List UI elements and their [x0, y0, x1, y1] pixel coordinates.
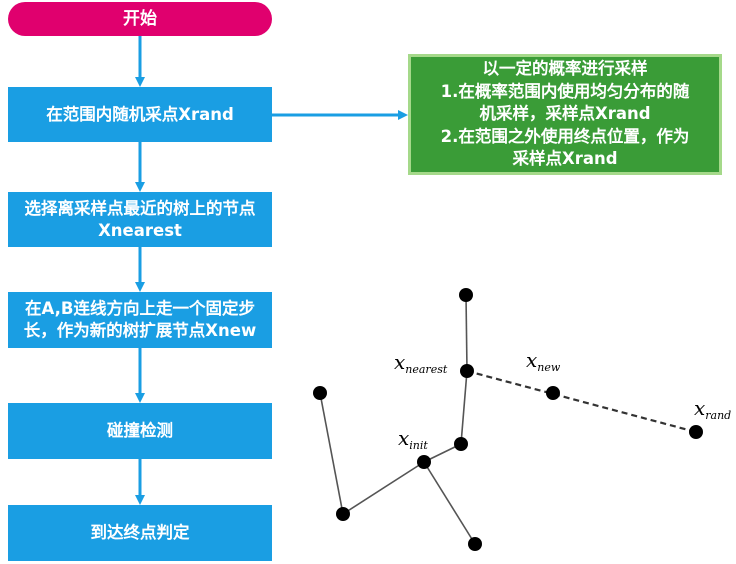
note-line2: 1.在概率范围内使用均匀分布的随	[440, 81, 690, 101]
node-mid	[454, 437, 468, 451]
node-rand	[689, 425, 703, 439]
node-init	[417, 455, 431, 469]
edge-init-bottom	[423, 461, 476, 545]
step5-label: 到达终点判定	[90, 523, 190, 542]
step1-label: 在范围内随机采点Xrand	[46, 104, 234, 124]
step-nearest-node: 选择离采样点最近的树上的节点 Xnearest	[8, 192, 272, 247]
tree-edges	[319, 294, 476, 545]
node-new	[546, 386, 560, 400]
step3-label-line1: 在A,B连线方向上走一个固定步	[25, 299, 255, 318]
edge-init-left	[342, 461, 425, 515]
note-line1: 以一定的概率进行采样	[482, 59, 648, 79]
step4-label: 碰撞检测	[107, 421, 173, 440]
note-line4: 2.在范围之外使用终点位置，作为	[440, 126, 690, 146]
edge-nearest-new-rand-dashed	[466, 369, 697, 434]
step-random-sample: 在范围内随机采点Xrand	[8, 87, 272, 142]
step-extend-node: 在A,B连线方向上走一个固定步 长，作为新的树扩展节点Xnew	[8, 292, 272, 348]
step3-label-line2: 长，作为新的树扩展节点Xnew	[23, 321, 257, 340]
node-bottom	[468, 537, 482, 551]
step-collision-check: 碰撞检测	[8, 403, 272, 459]
label-x-nearest: xnearest	[394, 350, 448, 376]
sampling-note: 以一定的概率进行采样 1.在概率范围内使用均匀分布的随 机采样，采样点Xrand…	[408, 54, 722, 175]
label-x-new: xnew	[526, 348, 561, 374]
start-label: 开始	[123, 9, 157, 29]
step2-label-line2: Xnearest	[98, 220, 182, 240]
edge-nearest-mid	[460, 370, 468, 445]
start-node: 开始	[8, 2, 272, 36]
node-top	[459, 288, 473, 302]
tree-nodes	[313, 288, 703, 551]
note-line5: 采样点Xrand	[512, 149, 618, 169]
label-x-init: xinit	[398, 426, 428, 452]
note-line3: 机采样，采样点Xrand	[479, 104, 651, 124]
edge-top-nearest	[465, 294, 468, 372]
step-goal-check: 到达终点判定	[8, 505, 272, 561]
step2-label-line1: 选择离采样点最近的树上的节点	[24, 198, 256, 218]
label-x-rand: xrand	[694, 396, 732, 422]
node-far-left	[313, 386, 327, 400]
node-nearest	[460, 364, 474, 378]
node-left	[336, 507, 350, 521]
edge-left-far	[319, 392, 344, 515]
